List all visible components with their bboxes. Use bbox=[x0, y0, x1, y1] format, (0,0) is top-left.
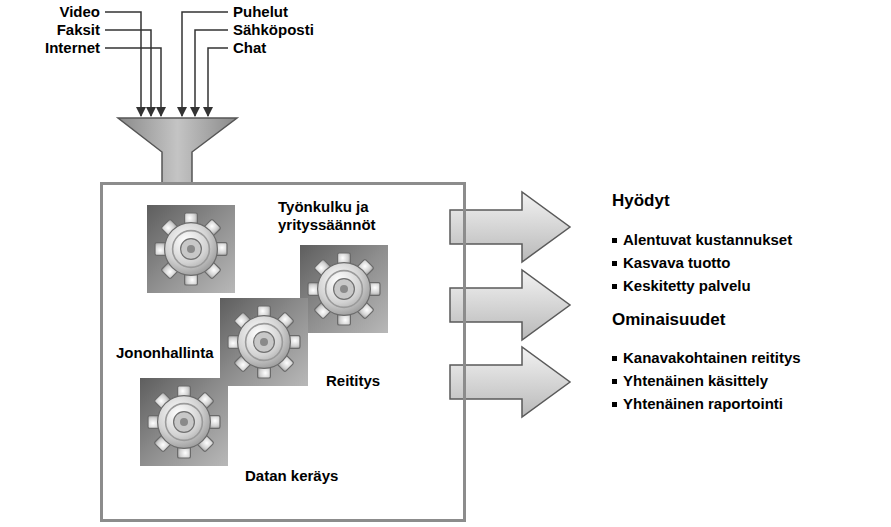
bullet-text: Kasvava tuotto bbox=[623, 254, 731, 272]
section-heading: Hyödyt bbox=[612, 192, 670, 210]
channel-label: Faksit bbox=[57, 21, 100, 39]
output-arrows bbox=[450, 192, 570, 417]
queue-label: Jononhallinta bbox=[116, 344, 214, 362]
gear-icons bbox=[140, 205, 388, 466]
workflow-label: Työnkulku ja yrityssäännöt bbox=[278, 198, 398, 234]
channel-label: Sähköposti bbox=[233, 21, 314, 39]
channel-label: Chat bbox=[233, 39, 266, 57]
channel-label: Puhelut bbox=[233, 3, 288, 21]
channel-label: Video bbox=[59, 3, 100, 21]
bullet-text: Yhtenäinen raportointi bbox=[623, 395, 783, 413]
bullet-text: Kanavakohtainen reititys bbox=[623, 349, 801, 367]
section-heading: Ominaisuudet bbox=[612, 311, 725, 329]
input-lines bbox=[105, 12, 228, 116]
system-box: Työnkulku ja yrityssäännötJononhallintaR… bbox=[100, 182, 466, 522]
routing-label: Reititys bbox=[326, 372, 380, 390]
bullet-text: Yhtenäinen käsittely bbox=[623, 372, 768, 390]
channel-label: Internet bbox=[45, 39, 100, 57]
data-label: Datan keräys bbox=[245, 467, 338, 485]
bullet-text: Alentuvat kustannukset bbox=[623, 231, 792, 249]
bullet-text: Keskitetty palvelu bbox=[623, 277, 751, 295]
funnel bbox=[118, 118, 237, 184]
